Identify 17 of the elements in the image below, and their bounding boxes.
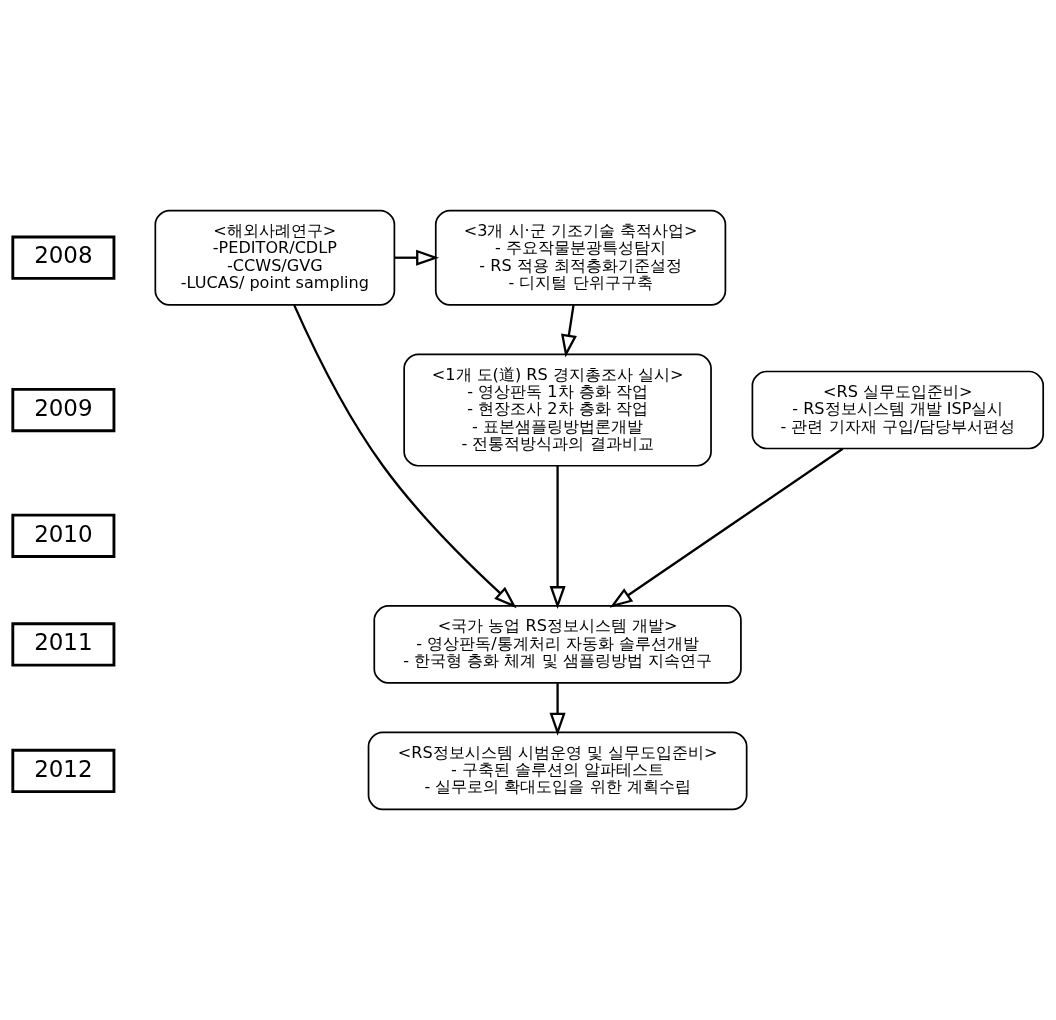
arrow — [549, 683, 566, 736]
arrow — [394, 249, 440, 266]
arrow — [609, 447, 844, 608]
node-box: <해외사례연구> -PEDITOR/CDLP -CCWS/GVG -LUCAS/ point sampling — [154, 209, 396, 306]
arrow — [561, 304, 577, 358]
node-box: <1개 도(道) RS 경지총조사 실시> - 영상판독 1차 층화 작업 - 현장조사 2차 층화 작업 - 표본샘플링방법론개발 - 전통적방식과의 결과비교 — [403, 353, 712, 467]
node-box: 2008 — [11, 235, 116, 280]
node-box: <RS 실무도입준비> - RS정보시스템 개발 ISP실시 - 관련 기자재 구입/담당부서편성 — [751, 370, 1045, 450]
node-box: 2010 — [11, 513, 116, 558]
node-box: 2009 — [11, 387, 116, 433]
arrow — [293, 304, 517, 609]
node-box: <RS정보시스템 시범운영 및 실무도입준비> - 구축된 솔루션의 알파테스트 - 실무로의 확대도입을 위한 계획수립 — [367, 731, 748, 811]
node-box: 2011 — [11, 622, 116, 667]
node-box: 2012 — [11, 748, 116, 794]
node-box: <국가 농업 RS정보시스템 개발> - 영상판독/통계처리 자동화 솔루션개발 - 한국형 층화 체계 및 샘플링방법 지속연구 — [373, 605, 742, 684]
arrow — [549, 465, 566, 610]
node-box: <3개 시·군 기조기술 축적사업> - 주요작물분광특성탐지 - RS 적용 최적층화기준설정 - 디지털 단위구구축 — [434, 209, 727, 306]
